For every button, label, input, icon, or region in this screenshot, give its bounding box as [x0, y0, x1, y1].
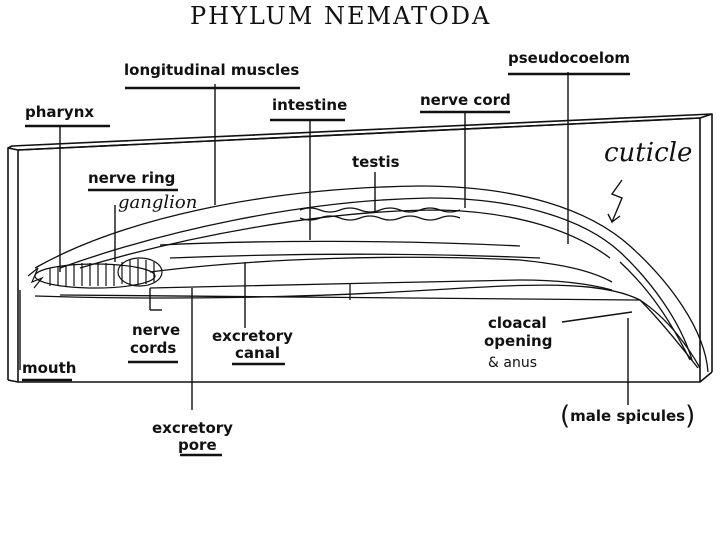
label-ganglion: ganglion [118, 192, 197, 213]
label-cuticle: cuticle [604, 138, 692, 168]
label-cloacal-opening-line2: opening [484, 333, 552, 350]
block-corner-edge [700, 372, 712, 382]
label-excretory-canal-line2: canal [235, 345, 280, 362]
label-nerve-cords-line1: nerve [132, 322, 180, 339]
pharynx-bulb [28, 258, 162, 288]
label-testis: testis [352, 154, 400, 171]
male-spicules-text: male spicules [570, 407, 685, 425]
label-intestine: intestine [272, 97, 347, 114]
page-title: PHYLUM NEMATODA [190, 2, 491, 30]
label-longitudinal-muscles: longitudinal muscles [124, 62, 299, 79]
cloacal-opening-leader [562, 312, 632, 322]
label-mouth: mouth [22, 360, 76, 377]
label-excretory-pore-line1: excretory [152, 420, 233, 437]
label-nerve-cords-line2: cords [130, 340, 176, 357]
label-nerve-cord: nerve cord [420, 92, 511, 109]
label-pharynx: pharynx [25, 104, 94, 121]
label-excretory-canal-line1: excretory [212, 328, 293, 345]
label-anus: & anus [488, 355, 537, 372]
close-paren: ) [685, 401, 695, 431]
label-male-spicules: (male spicules) [560, 405, 695, 425]
label-cloacal-opening-line1: cloacal [488, 315, 547, 332]
label-excretory-pore-line2: pore [178, 437, 217, 454]
open-paren: ( [560, 401, 570, 431]
label-pseudocoelom: pseudocoelom [508, 50, 630, 67]
label-nerve-ring: nerve ring [88, 170, 175, 187]
block-bottom-corner [8, 380, 18, 382]
cuticle-arrow [608, 180, 622, 222]
